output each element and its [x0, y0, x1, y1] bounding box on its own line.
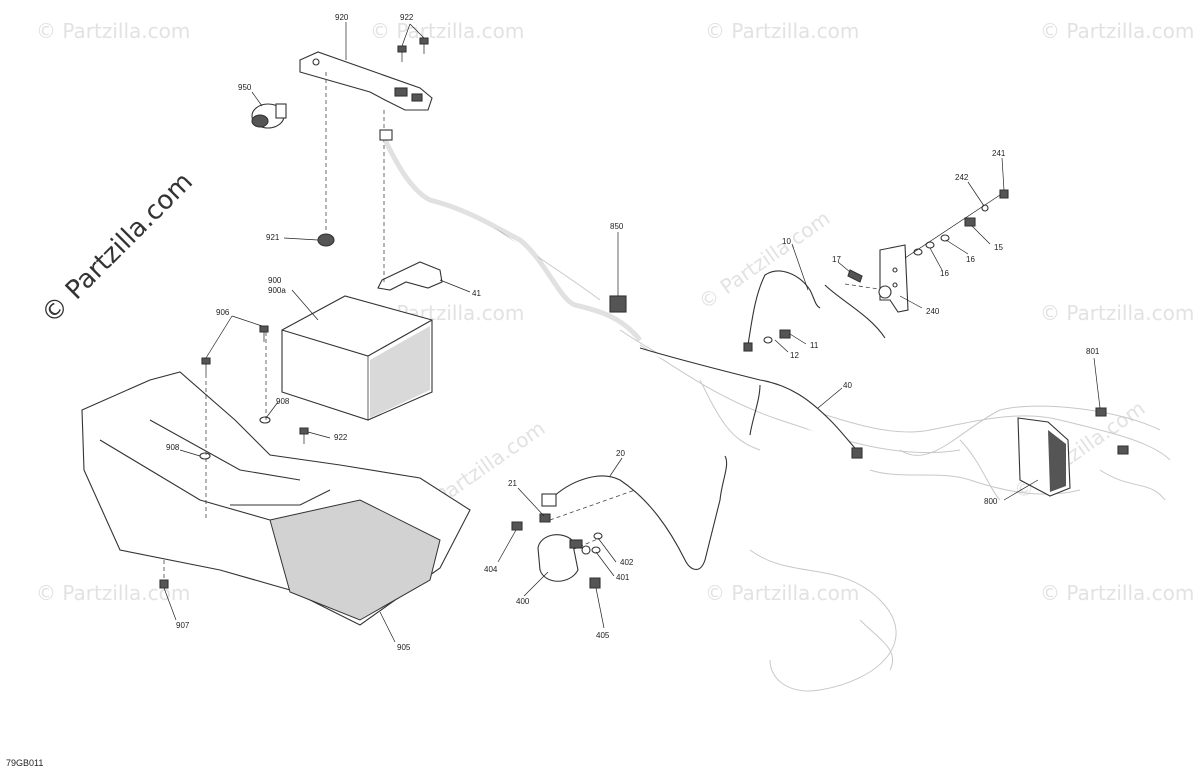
callout-17: 17	[832, 255, 841, 264]
callout-16: 16	[966, 255, 975, 264]
callout-906: 906	[216, 308, 230, 317]
callout-400: 400	[516, 597, 530, 606]
bracket-920	[299, 51, 433, 111]
callout-11: 11	[810, 341, 819, 350]
callout-900a: 900a	[268, 286, 286, 295]
callout-242: 242	[955, 173, 969, 182]
callout-10: 10	[782, 237, 791, 246]
callout-numbers: 920 922 950 921 900 900a 41 906 908 908 …	[166, 13, 1100, 652]
diagram-code: 79GB011	[6, 758, 43, 768]
callout-15: 15	[994, 243, 1003, 252]
callout-908: 908	[276, 397, 290, 406]
callout-41: 41	[472, 289, 481, 298]
cable-40	[639, 347, 863, 459]
nut-921	[317, 233, 335, 247]
hardware-tray	[159, 325, 309, 589]
leader-lines	[163, 22, 1101, 643]
hardware-401-402-404-405-21	[511, 513, 603, 589]
watermark: © Partzilla.com	[1040, 19, 1194, 43]
hardware-12-11	[763, 329, 791, 344]
relay-400	[537, 534, 591, 582]
callout-240: 240	[926, 307, 940, 316]
bolt-922-top	[397, 37, 429, 62]
hardware-241-242-15-16	[904, 189, 1009, 259]
callout-401: 401	[616, 573, 630, 582]
bracket-240	[824, 244, 909, 339]
watermark: © Partzilla.com	[370, 19, 524, 43]
callout-922: 922	[334, 433, 348, 442]
callout-908: 908	[166, 443, 180, 452]
callout-402: 402	[620, 558, 634, 567]
callout-40: 40	[843, 381, 852, 390]
callout-404: 404	[484, 565, 498, 574]
callout-920: 920	[335, 13, 349, 22]
callout-900: 900	[268, 276, 282, 285]
watermark: © Partzilla.com	[705, 581, 859, 605]
callout-12: 12	[790, 351, 799, 360]
callout-905: 905	[397, 643, 411, 652]
callout-16: 16	[940, 269, 949, 278]
wiring-harness-ghost	[469, 209, 1171, 692]
callout-850: 850	[610, 222, 624, 231]
callout-405: 405	[596, 631, 610, 640]
cable-10	[743, 270, 821, 352]
clamp-41	[377, 261, 443, 291]
watermark: © Partzilla.com	[1040, 301, 1194, 325]
callout-922: 922	[400, 13, 414, 22]
module-800	[1017, 407, 1129, 497]
callout-241: 241	[992, 149, 1006, 158]
callout-801: 801	[1086, 347, 1100, 356]
callout-800: 800	[984, 497, 998, 506]
cable-850	[379, 129, 642, 342]
battery-tray-905	[81, 371, 471, 626]
callout-907: 907	[176, 621, 190, 630]
cable-20	[541, 455, 728, 570]
callout-921: 921	[266, 233, 280, 242]
watermark: © Partzilla.com	[1040, 581, 1194, 605]
callout-21: 21	[508, 479, 517, 488]
watermark: © Partzilla.com	[705, 19, 859, 43]
battery-900	[281, 295, 433, 421]
callout-20: 20	[616, 449, 625, 458]
switch-950	[251, 103, 287, 129]
callout-950: 950	[238, 83, 252, 92]
partzilla-watermark: © Partzilla.com	[36, 167, 199, 330]
watermark: © Partzilla.com	[36, 19, 190, 43]
